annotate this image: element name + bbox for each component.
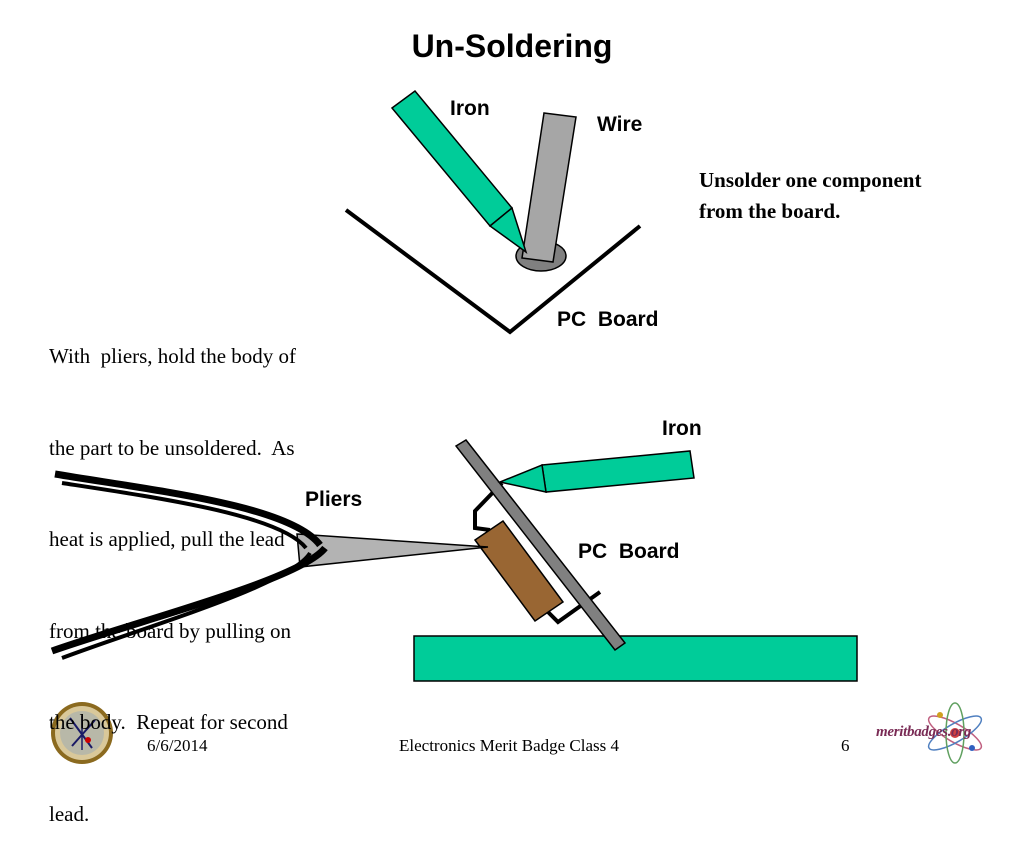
iron-top-label: Iron: [450, 97, 490, 120]
instructions-line: the part to be unsoldered. As: [49, 435, 295, 460]
atom-icon: [927, 702, 983, 764]
instructions-note: With pliers, hold the body of the part t…: [49, 280, 296, 860]
iron-bottom-body: [541, 450, 695, 493]
wire-shape: [521, 112, 577, 263]
instructions-line: lead.: [49, 801, 90, 826]
iron-bottom-tip: [497, 463, 547, 493]
pc-board-bottom-label: PC Board: [578, 540, 680, 563]
pliers-handle-upper: [54, 470, 323, 548]
unsoldering-diagram: [50, 89, 983, 764]
wire-label: Wire: [597, 113, 643, 136]
goal-note-line1: Unsolder one component: [699, 168, 922, 192]
merit-badge-emblem-icon: [51, 702, 113, 764]
iron-bottom-label: Iron: [662, 417, 702, 440]
pc-board-top-shape: [344, 208, 642, 335]
pliers-handle-upper-inner: [61, 481, 308, 550]
goal-note-line2: from the board.: [699, 199, 841, 223]
component-lead-upper: [473, 481, 504, 532]
pc-board-top-label: PC Board: [557, 308, 659, 331]
goal-note: Unsolder one component from the board.: [699, 165, 921, 227]
pliers-label: Pliers: [305, 488, 363, 511]
iron-top-tip: [488, 206, 528, 254]
pc-board-bottom-base: [413, 635, 858, 682]
footer-date: 6/6/2014: [147, 736, 208, 755]
instructions-line: the body. Repeat for second: [49, 710, 288, 734]
pliers-jaw: [296, 533, 489, 568]
footer-page-number: 6: [841, 736, 850, 755]
component-body: [473, 519, 565, 623]
instructions-line: from the board by pulling on: [49, 618, 292, 643]
slide-title: Un-Soldering: [411, 28, 613, 64]
instructions-line: heat is applied, pull the lead: [49, 527, 285, 551]
pc-board-bottom-slant: [454, 439, 627, 652]
pliers-handle-lower: [50, 545, 328, 655]
pliers-handle-lower-inner: [61, 551, 312, 660]
meritbadges-logo-text: meritbadges.org: [876, 724, 972, 740]
footer-title: Electronics Merit Badge Class 4: [399, 736, 620, 755]
instructions-line: With pliers, hold the body of: [49, 344, 297, 368]
